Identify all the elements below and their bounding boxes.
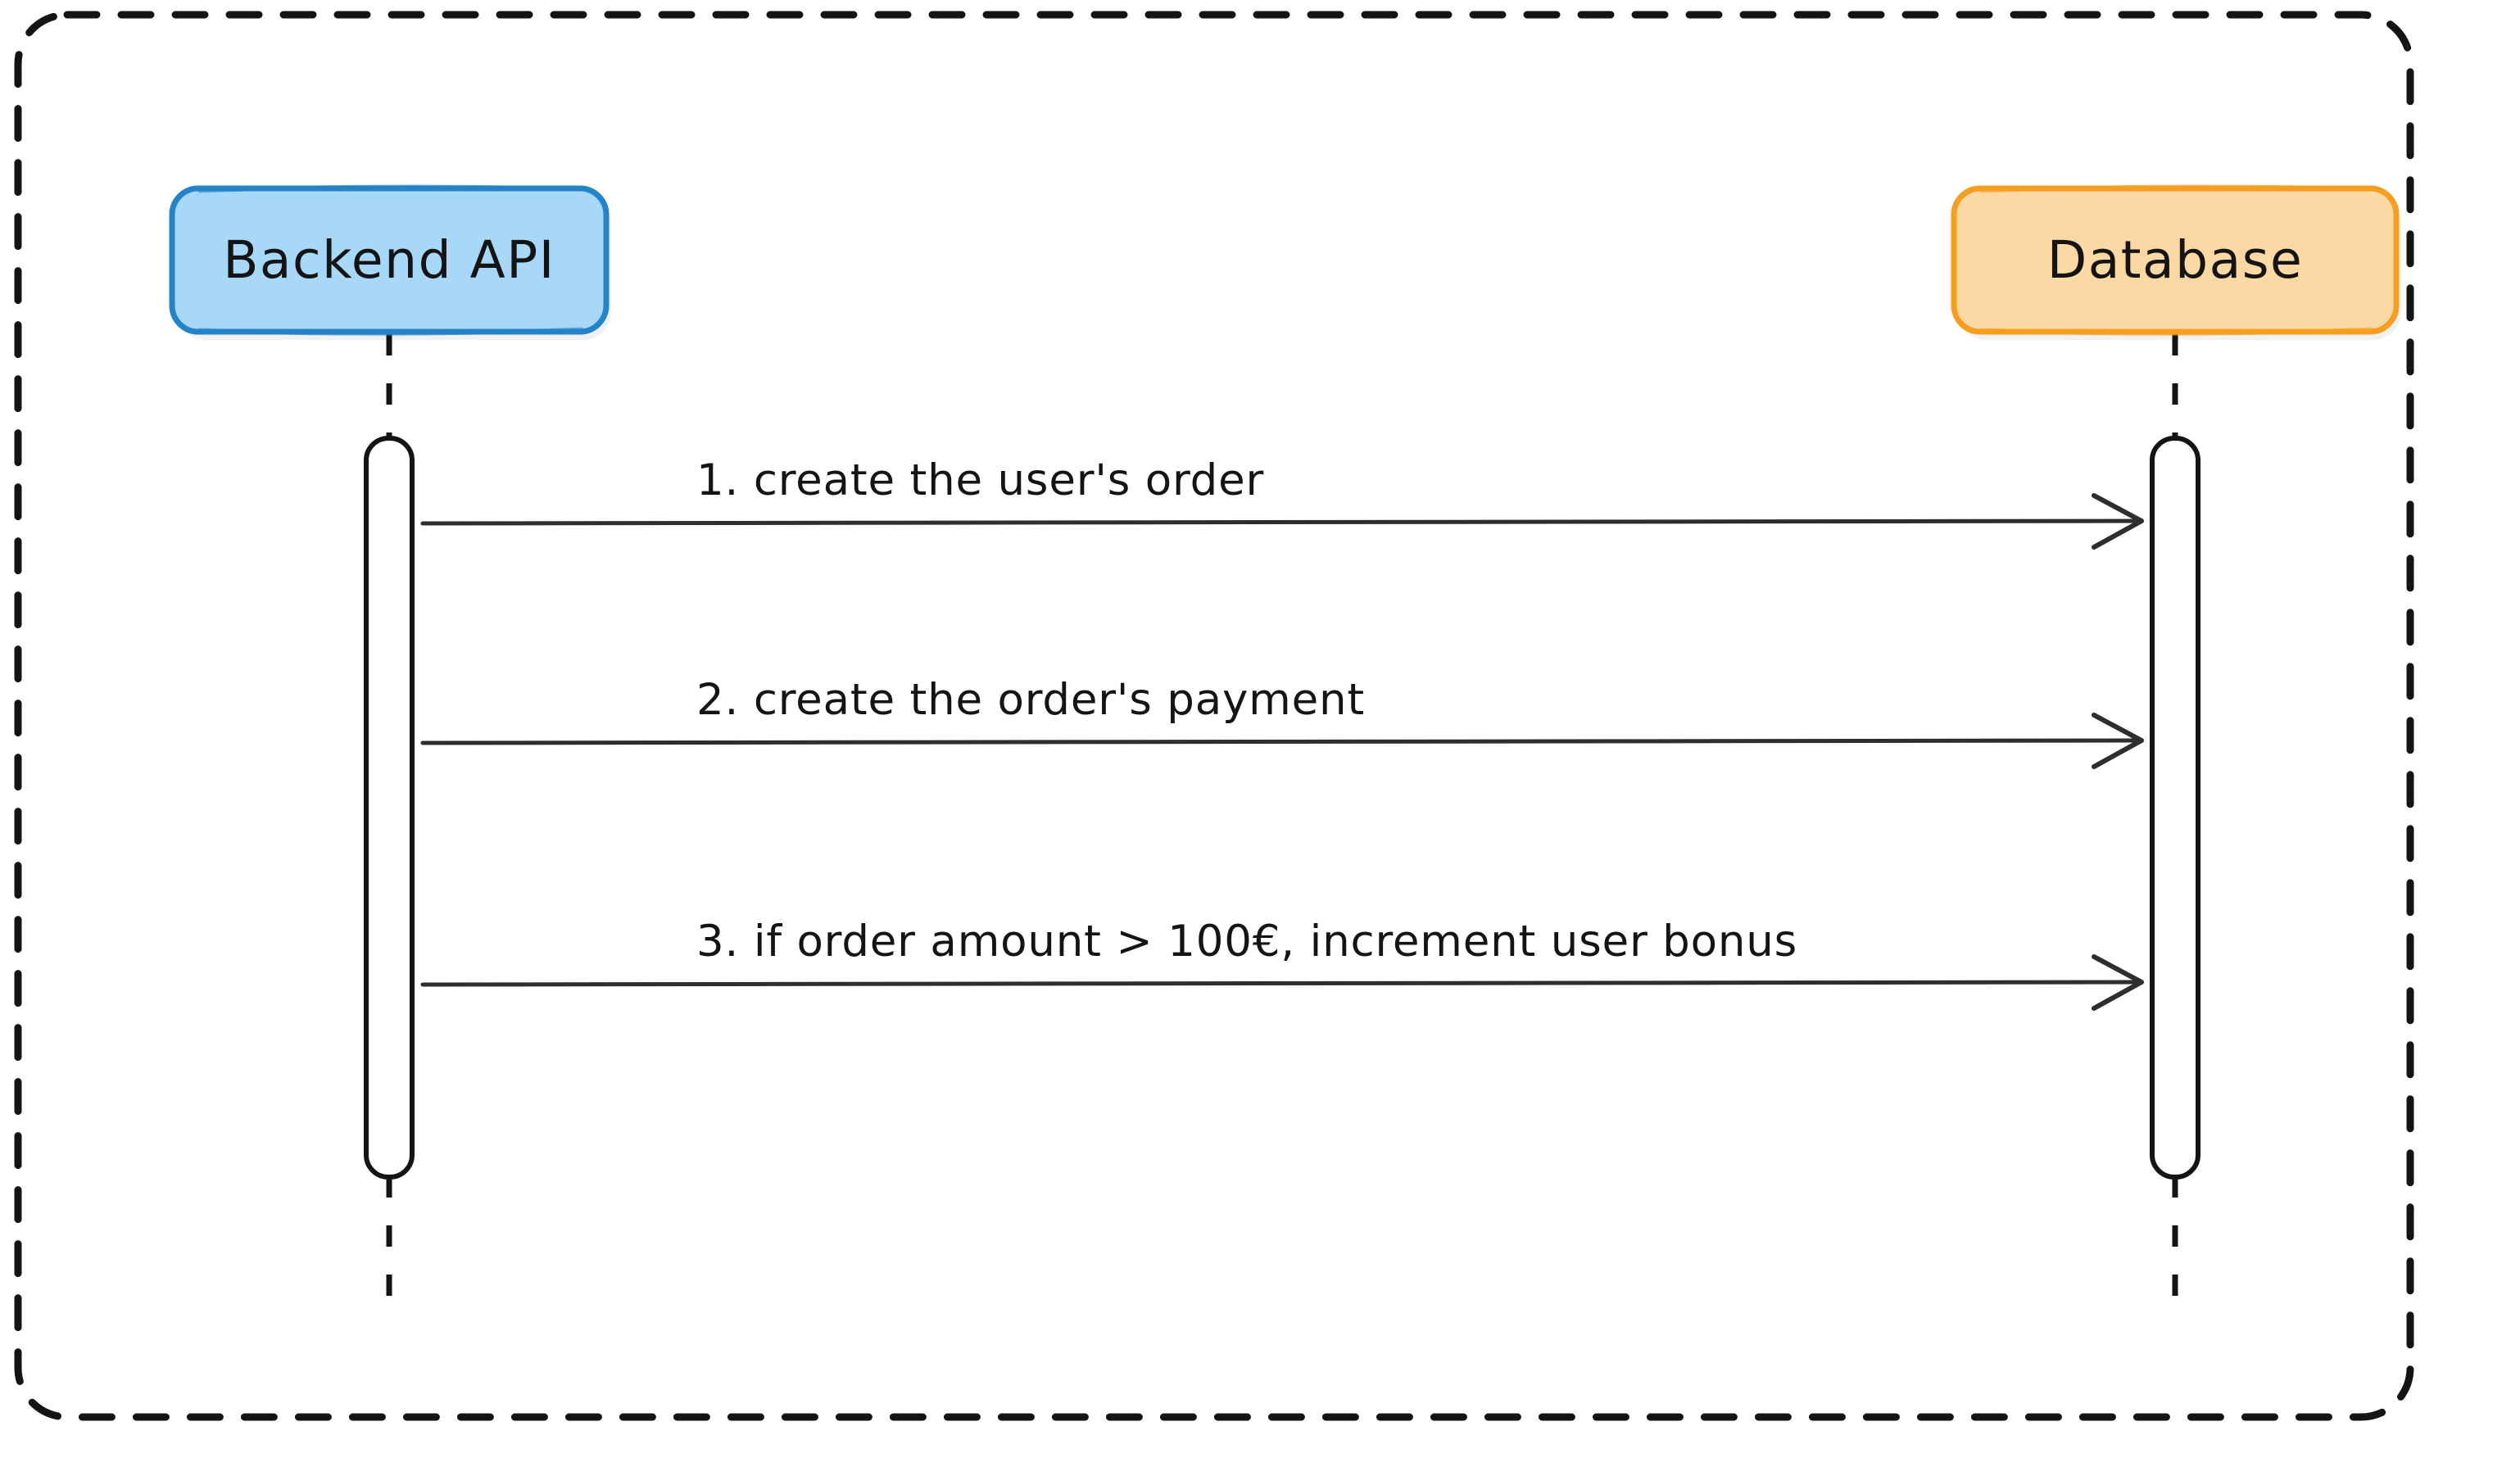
message-arrow-3 [420, 954, 2144, 1011]
message-arrow-2 [420, 713, 2144, 769]
participant-backend-api-label: Backend API [223, 230, 555, 290]
diagram-frame-border [14, 11, 2414, 1421]
participant-box-database[interactable]: Database [1951, 184, 2401, 340]
participant-database-label: Database [2047, 230, 2304, 290]
participant-box-backend-api[interactable]: Backend API [169, 184, 611, 340]
message-label-2: 2. create the order's payment [696, 675, 1365, 725]
activation-bar-backend-api [364, 436, 415, 1180]
activation-bar-database [2150, 436, 2200, 1180]
message-label-3: 3. if order amount > 100€, increment use… [696, 917, 1797, 967]
message-label-1: 1. create the user's order [696, 455, 1264, 505]
message-arrow-1 [420, 493, 2144, 550]
